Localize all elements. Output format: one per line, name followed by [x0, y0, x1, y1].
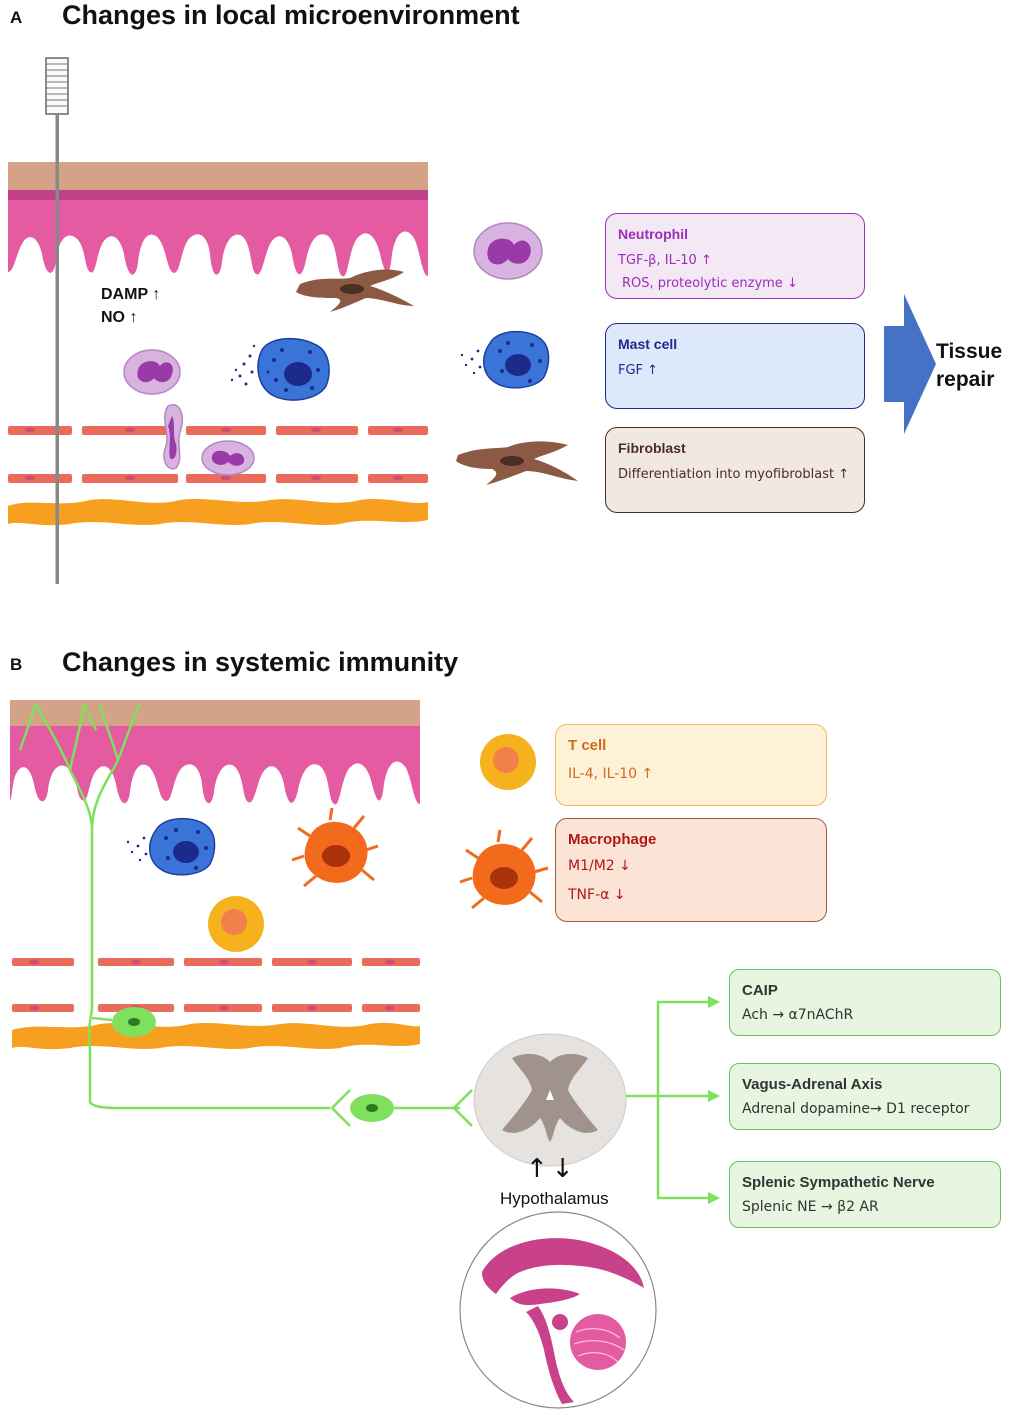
pathway-box-vagus-adrenal: Vagus-Adrenal Axis Adrenal dopamine→ D1 … — [729, 1063, 1001, 1130]
brain-sagittal-view — [459, 1211, 657, 1409]
spinal-cord-cross-section — [473, 1033, 627, 1167]
fibroblast-icon — [456, 441, 578, 485]
cell-icons-a — [456, 222, 578, 485]
t-cell-box-title: T cell — [568, 737, 607, 754]
blood-vessel-upper — [8, 426, 428, 435]
mast-cell-box: Mast cell FGF ↑ — [605, 323, 865, 409]
neutrophil-icon — [473, 222, 543, 280]
panel-a-title: Changes in local microenvironment — [62, 0, 520, 30]
neutrophil-box-line-1: TGF-β, IL-10 ↑ — [618, 253, 712, 268]
t-cell-b — [208, 896, 264, 952]
neutrophil-box: Neutrophil TGF-β, IL-10 ↑ ROS, proteolyt… — [605, 213, 865, 299]
efferent-pathways — [626, 1000, 708, 1200]
pathway-box-caip: CAIP Ach → α7nAChR — [729, 969, 1001, 1036]
pathway-vagus-adrenal-line: Adrenal dopamine→ D1 receptor — [742, 1101, 970, 1117]
pathway-splenic-line: Splenic NE → β2 AR — [742, 1199, 879, 1215]
pathway-vagus-adrenal-title: Vagus-Adrenal Axis — [742, 1076, 883, 1093]
skin-surface-layer — [8, 162, 428, 190]
nerve-synapse-1 — [330, 1089, 351, 1127]
t-cell-icon — [480, 734, 536, 790]
hypothalamus-label: Hypothalamus — [500, 1189, 609, 1208]
tissue-illustration-a — [8, 57, 428, 584]
macrophage-box-line-2: TNF-α ↓ — [568, 887, 626, 903]
ganglion-cell — [350, 1094, 460, 1122]
mast-cell-box-line-1: FGF ↑ — [618, 363, 659, 378]
pathway-splenic-title: Splenic Sympathetic Nerve — [742, 1174, 935, 1191]
neutrophil-cell-2 — [201, 440, 255, 476]
tissue-repair-label-2: repair — [936, 368, 995, 391]
illustration-b — [10, 700, 720, 1409]
fibroblast-cell — [296, 269, 414, 312]
subcutaneous-fat-layer-b — [12, 1022, 420, 1050]
tissue-repair-arrow — [884, 294, 936, 434]
no-label: NO ↑ — [101, 309, 138, 326]
mast-cell — [230, 337, 330, 401]
blood-vessel-b — [12, 958, 420, 1012]
macrophage-box-title: Macrophage — [568, 831, 657, 848]
macrophage-b — [291, 807, 379, 888]
sensory-nerve — [18, 703, 330, 1110]
neutrophil-cell — [123, 349, 181, 395]
neutrophil-migrating — [163, 403, 184, 470]
pathway-caip-title: CAIP — [742, 982, 778, 999]
nerve-cell-body-skin — [91, 1007, 156, 1037]
subcutaneous-fat-layer — [8, 499, 428, 526]
panel-b-title: Changes in systemic immunity — [62, 647, 459, 677]
nerve-synapse-2 — [452, 1089, 473, 1127]
tissue-repair-label-1: Tissue — [936, 340, 1003, 363]
macrophage-box: Macrophage M1/M2 ↓ TNF-α ↓ — [555, 818, 827, 922]
mast-cell-icon — [460, 330, 550, 389]
macrophage-icon — [459, 829, 549, 910]
panel-b-letter: B — [10, 655, 23, 674]
blood-vessel-lower — [8, 474, 428, 483]
fibroblast-box-title: Fibroblast — [618, 440, 686, 456]
panel-a-letter: A — [10, 8, 23, 27]
epidermis-ridges — [8, 200, 428, 277]
pathway-box-splenic-sympathetic: Splenic Sympathetic Nerve Splenic NE → β… — [729, 1161, 1001, 1228]
hypothalamus-arrows: ↑↓ — [526, 1154, 578, 1184]
mast-cell-b — [126, 817, 216, 876]
acupuncture-needle — [45, 57, 69, 584]
neutrophil-box-line-2: ROS, proteolytic enzyme ↓ — [622, 276, 798, 291]
t-cell-box-line-1: IL-4, IL-10 ↑ — [568, 766, 654, 782]
pathway-caip-line: Ach → α7nAChR — [742, 1007, 854, 1023]
fibroblast-box: Fibroblast Differentiation into myofibro… — [605, 427, 865, 513]
fibroblast-box-line-1: Differentiation into myofibroblast ↑ — [618, 467, 850, 482]
neutrophil-box-title: Neutrophil — [618, 226, 688, 242]
t-cell-box: T cell IL-4, IL-10 ↑ — [555, 724, 827, 806]
skin-surface-layer-b — [10, 700, 420, 726]
damp-label: DAMP ↑ — [101, 286, 161, 303]
mast-cell-box-title: Mast cell — [618, 336, 678, 352]
macrophage-box-line-1: M1/M2 ↓ — [568, 858, 631, 874]
